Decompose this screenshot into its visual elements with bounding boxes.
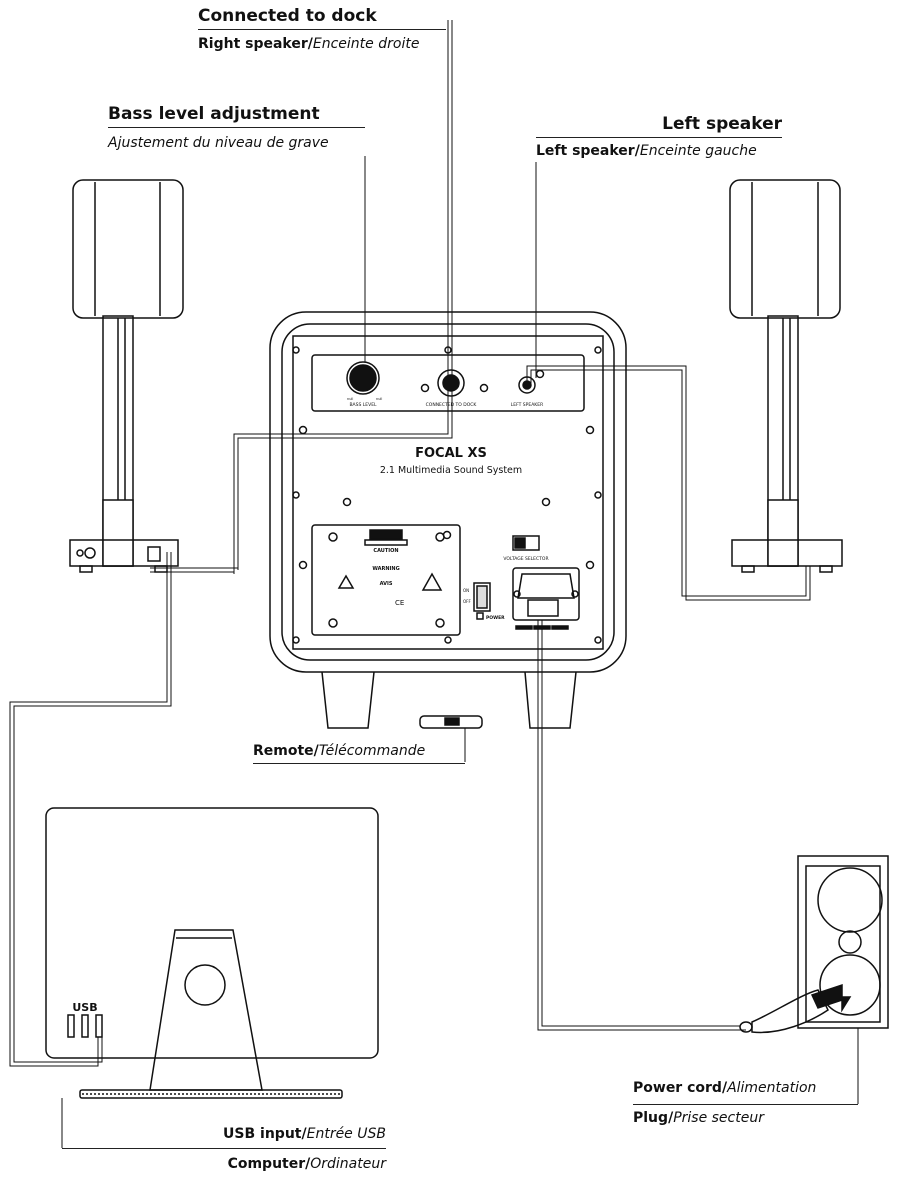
connected-sep: / [307,36,313,52]
remote-drawing [419,715,483,729]
usb-input-caption: USB input/Entrée USB [100,1126,386,1142]
panel-power: POWER [486,615,505,621]
usb-port-label: USB [72,1001,97,1014]
panel-off: OFF [463,599,471,604]
usb-input-sep: / [301,1126,307,1142]
panel-bass-level: BASS LEVEL [349,402,377,408]
connected-fr: Enceinte droite [312,36,420,52]
computer-caption: Computer/Ordinateur [100,1156,386,1172]
right-speaker-drawing [69,179,184,573]
remote-underline [253,763,465,764]
power-fr: Alimentation [727,1080,817,1096]
connected-en: Right speaker [198,36,308,52]
connected-caption: Right speaker/Enceinte droite [198,36,419,52]
cables [9,20,811,1067]
panel-connected-dock: CONNECTED TO DOCK [426,402,478,408]
remote-en: Remote [253,743,314,759]
left-sep: / [634,143,640,159]
left-title: Left speaker [662,114,782,134]
power-caption: Power cord/Alimentation [633,1080,816,1096]
computer-sep: / [305,1156,311,1172]
computer-fr: Ordinateur [310,1156,386,1172]
power-plug-drawing [739,983,852,1034]
subwoofer-drawing [269,311,627,729]
power-sep: / [721,1080,728,1096]
panel-subtitle: 2.1 Multimedia Sound System [380,465,522,476]
panel-on: ON [463,588,469,593]
panel-caution: CAUTION [373,548,398,554]
remote-sep: / [313,743,319,759]
usb-underline [62,1148,386,1149]
connected-underline [198,29,446,30]
left-caption: Left speaker/Enceinte gauche [536,143,757,159]
left-fr: Enceinte gauche [639,143,757,159]
plug-caption: Plug/Prise secteur [633,1110,764,1126]
plug-en: Plug [633,1110,669,1126]
power-underline [633,1104,858,1105]
bass-underline [108,127,365,128]
leader-lines [61,156,859,1148]
power-en: Power cord [633,1080,722,1096]
bass-fr: Ajustement du niveau de grave [108,135,329,151]
left-underline [536,137,782,138]
bass-title: Bass level adjustment [108,104,320,124]
panel-warning: WARNING [372,566,399,572]
plug-sep: / [668,1110,674,1126]
usb-input-en: USB input [223,1126,302,1142]
panel-max: null [376,397,382,401]
left-en: Left speaker [536,143,635,159]
usb-input-fr: Entrée USB [306,1126,386,1142]
wall-outlet-drawing [797,855,889,1029]
computer-drawing [45,807,379,1099]
panel-min: null [347,397,353,401]
remote-fr: Télécommande [318,743,426,759]
panel-voltage-selector: VOLTAGE SELECTOR [503,556,548,562]
panel-brand: FOCAL XS [415,446,487,461]
left-speaker-drawing [729,179,843,573]
connected-title: Connected to dock [198,6,377,26]
panel-left-speaker: LEFT SPEAKER [511,402,543,408]
panel-ce: CE [395,599,404,607]
remote-caption: Remote/Télécommande [253,743,425,759]
computer-en: Computer [227,1156,306,1172]
panel-avis: AVIS [380,581,393,587]
plug-fr: Prise secteur [673,1110,764,1126]
